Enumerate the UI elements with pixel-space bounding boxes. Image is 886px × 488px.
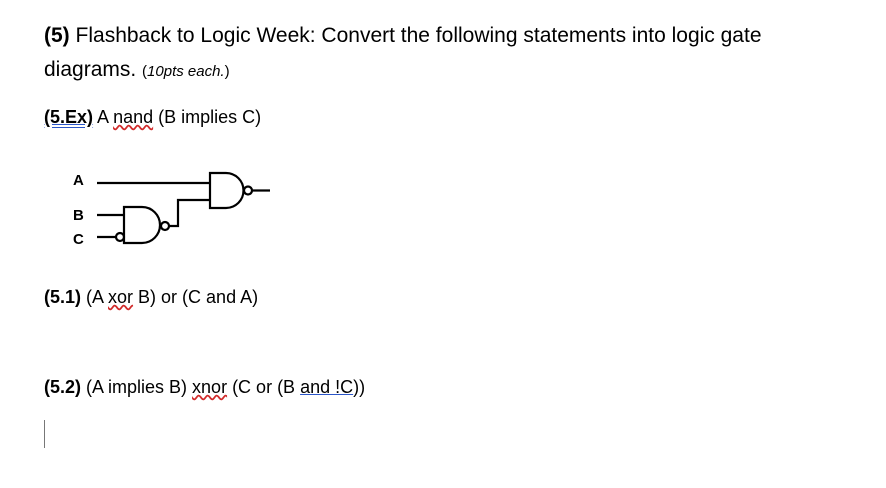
input-a-label: A (73, 172, 84, 189)
question-number: (5) (44, 24, 70, 47)
text-cursor[interactable] (44, 420, 45, 448)
part2-label: (5.2) (44, 377, 82, 397)
question-title-text-2: diagrams. (44, 58, 137, 81)
question-title: (5) Flashback to Logic Week: Convert the… (44, 24, 762, 48)
example-label: (5.Ex) (44, 107, 94, 127)
wire-intermediate (169, 198, 210, 228)
input-c-label: C (73, 231, 84, 248)
logic-gate-diagram: A B C (73, 171, 270, 248)
nand-word: nand (113, 107, 154, 127)
input-b-label: B (73, 207, 84, 224)
part-5-2: (5.2) (A implies B) xnor (C or (B and !C… (44, 377, 366, 397)
part1-label: (5.1) (44, 287, 82, 307)
question-title-line2: diagrams. (10pts each.) (44, 58, 230, 82)
and-not-c: and !C (300, 377, 354, 397)
output-inversion-bubble (242, 185, 254, 196)
points-note: (10pts each.) (142, 63, 230, 80)
question-title-text: Flashback to Logic Week: Convert the fol… (75, 24, 762, 47)
example-prompt: (5.Ex) A nand (B implies C) (44, 107, 262, 127)
implies-gate (122, 205, 162, 245)
nand-gate-output (208, 171, 245, 210)
implies-output-bubble (159, 220, 171, 232)
part-5-1: (5.1) (A xor B) or (C and A) (44, 287, 259, 307)
input-c-inversion-bubble (114, 231, 126, 243)
xnor-word: xnor (192, 377, 228, 397)
xor-word: xor (108, 287, 134, 307)
